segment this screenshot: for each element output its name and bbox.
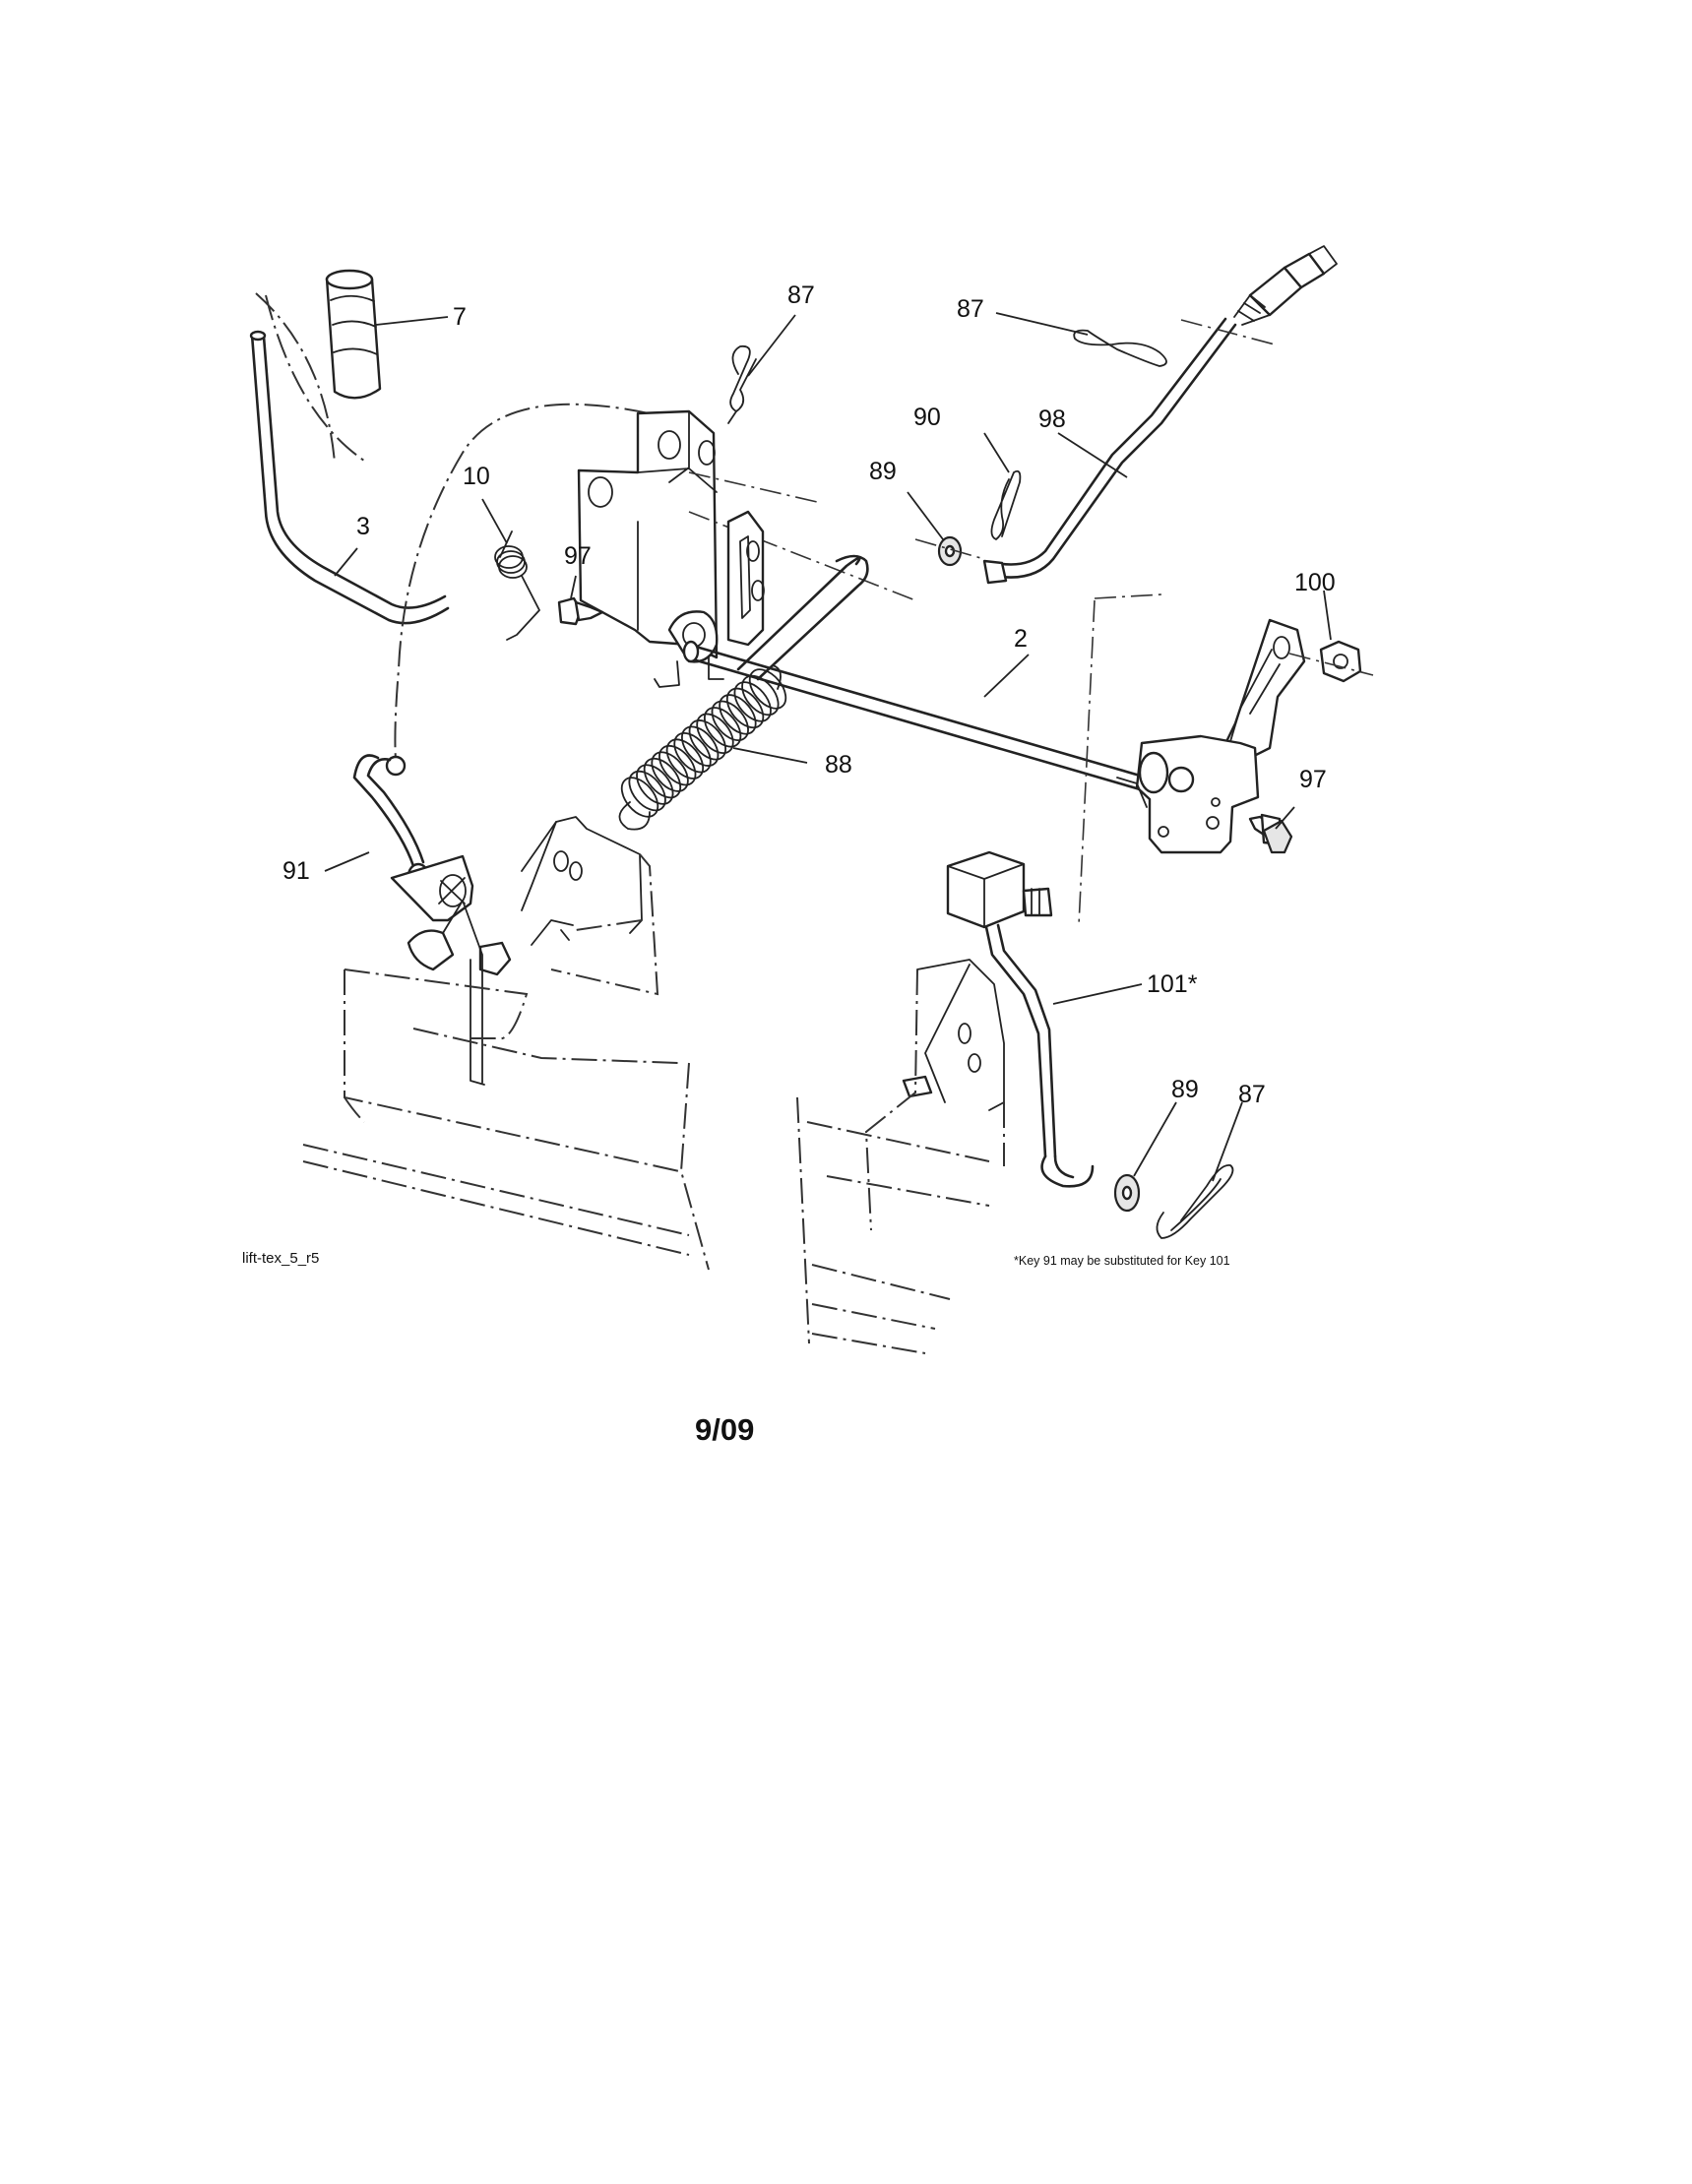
callout-leaders [324,312,1332,1182]
torsion-spring [494,530,540,641]
handle-grip [325,269,382,400]
callout-97-left: 97 [564,542,592,570]
callout-7: 7 [453,303,467,331]
spring-hook [772,664,782,690]
callout-98: 98 [1038,406,1066,433]
substitution-note: *Key 91 may be substituted for Key 101 [1014,1254,1230,1268]
callout-10: 10 [463,463,490,490]
callout-labels: 7 87 87 90 98 89 10 3 97 100 2 88 97 91 … [282,281,1336,1108]
lift-plate [654,510,765,688]
pivot-bracket [577,409,719,659]
drawing-id: lift-tex_5_r5 [242,1250,320,1267]
lift-shaft [682,640,1149,793]
date-label: 9/09 [695,1412,755,1447]
callout-2: 2 [1014,625,1028,653]
spring-coil [748,668,787,710]
grip-phantom-guide [255,292,365,464]
spring-coil [665,738,705,780]
spring-coil [719,694,757,735]
flat-washer-top [937,535,963,567]
deck-bracket-left [521,816,659,996]
spring-coil [741,674,780,717]
deck-link-left [352,754,430,890]
hairpin-clip-right-top [1073,329,1167,367]
callout-87-top: 87 [787,281,815,309]
deck-link-right [946,850,1095,1188]
callout-97-right: 97 [1299,766,1327,793]
lock-nut [1319,640,1362,683]
deck-bracket-right [864,959,1005,1231]
callout-89-bottom: 89 [1171,1076,1199,1103]
extension-spring [618,664,787,831]
spring-coil [636,764,674,805]
shoulder-bolt-right [1248,813,1293,854]
callout-91: 91 [282,857,310,885]
spring-coil [696,713,734,754]
callout-87-bottom: 87 [1238,1081,1266,1108]
hairpin-clip-top [727,344,757,424]
lift-arm-assembly [1116,618,1306,854]
spring-coil [703,707,742,748]
spring-coil [651,751,689,792]
mower-deck-right [796,1096,1005,1354]
spring-coil [711,700,749,742]
lever-path-phantom [394,403,690,761]
callout-89-top: 89 [869,458,897,485]
spring-hook [618,801,651,831]
spring-coil [733,681,772,722]
callout-3: 3 [356,513,370,540]
callout-100: 100 [1294,569,1336,596]
cotter-pin [990,469,1022,540]
callout-87-right: 87 [957,295,984,323]
callout-101: 101* [1147,970,1198,998]
spring-rod [736,554,869,681]
mower-deck-left [302,968,710,1271]
spring-coil [688,719,726,761]
adjustment-rod [982,245,1338,585]
callout-90: 90 [913,404,941,431]
hairpin-clip-bottom [1156,1163,1234,1239]
spring-coil [658,744,697,786]
shoulder-bolt-left [557,596,604,626]
deck-hanger-left [390,854,512,1086]
lift-lever [250,333,450,625]
spring-coil [628,770,666,812]
spring-coil [681,725,720,767]
spring-coil [725,687,765,729]
spring-coil [620,777,659,818]
callout-88: 88 [825,751,852,779]
flat-washer-bottom [1113,1173,1141,1213]
spring-coil [643,757,682,799]
spring-coil [673,732,712,774]
